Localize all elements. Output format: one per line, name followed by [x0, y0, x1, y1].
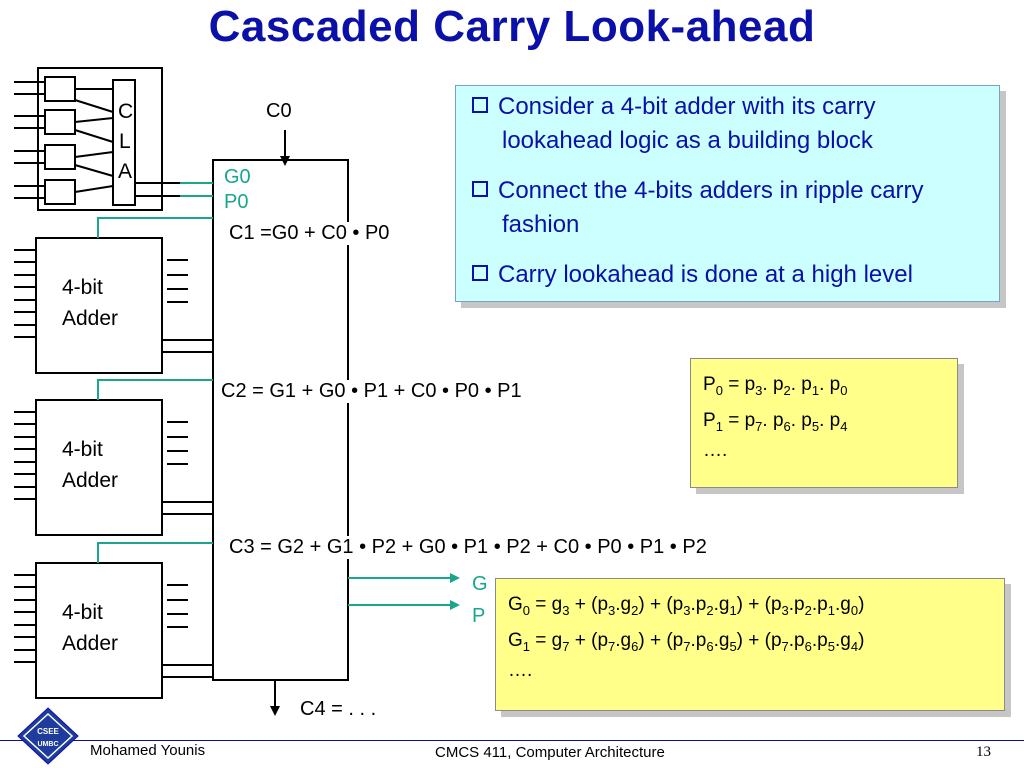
checkbox-bullet-icon: [472, 97, 488, 113]
bullet-box: Consider a 4-bit adder with its carry lo…: [455, 85, 1000, 302]
p-formula-box: P0 = p3. p2. p1. p0 P1 = p7. p6. p5. p4 …: [690, 358, 958, 488]
bullet-item: Carry lookahead is done at a high level: [466, 258, 989, 292]
checkbox-bullet-icon: [472, 265, 488, 281]
cla-letter-a: A: [118, 160, 133, 183]
p1-formula: P1 = p7. p6. p5. p4: [703, 410, 848, 434]
page-number: 13: [976, 744, 991, 760]
g-formula-box: G0 = g3 + (p3.g2) + (p3.p2.g1) + (p3.p2.…: [495, 578, 1005, 711]
slide-title: Cascaded Carry Look-ahead: [208, 2, 816, 51]
cla-outer-box: [37, 67, 163, 211]
p-output-label: P: [472, 605, 486, 627]
checkbox-bullet-icon: [472, 181, 488, 197]
cla-letter-c: C: [118, 100, 134, 123]
bullet-item: Consider a 4-bit adder with its carry lo…: [466, 90, 989, 158]
p-ellipsis: ….: [703, 440, 728, 461]
svg-text:CSEE: CSEE: [37, 727, 59, 736]
p0-label: P0: [224, 191, 249, 213]
g-ellipsis: ….: [508, 660, 533, 681]
footer-divider: [0, 740, 1024, 741]
svg-text:UMBC: UMBC: [38, 741, 59, 748]
g0-label: G0: [224, 166, 251, 188]
g1-formula: G1 = g7 + (p7.g6) + (p7.p6.g5) + (p7.p6.…: [508, 630, 865, 654]
g0-formula: G0 = g3 + (p3.g2) + (p3.p2.g1) + (p3.p2.…: [508, 594, 865, 618]
cla-letter-l: L: [119, 130, 131, 153]
equation-c4: C4 = . . .: [300, 698, 377, 720]
equation-c3: C3 = G2 + G1 • P2 + G0 • P1 • P2 + C0 • …: [229, 536, 707, 559]
p0-formula: P0 = p3. p2. p1. p0: [703, 374, 848, 398]
bullet-item: Connect the 4-bits adders in ripple carr…: [466, 174, 989, 242]
c0-label: C0: [266, 100, 292, 122]
footer-author: Mohamed Younis: [90, 742, 206, 759]
equation-c2: C2 = G1 + G0 • P1 + C0 • P0 • P1: [221, 380, 522, 403]
footer-course: CMCS 411, Computer Architecture: [435, 744, 665, 761]
carry-lookahead-block: [212, 159, 349, 681]
cla-box: [112, 79, 136, 206]
equation-c1: C1 =G0 + C0 • P0: [229, 222, 390, 245]
csee-logo: CSEE UMBC: [17, 707, 79, 765]
g-output-label: G: [472, 573, 488, 595]
